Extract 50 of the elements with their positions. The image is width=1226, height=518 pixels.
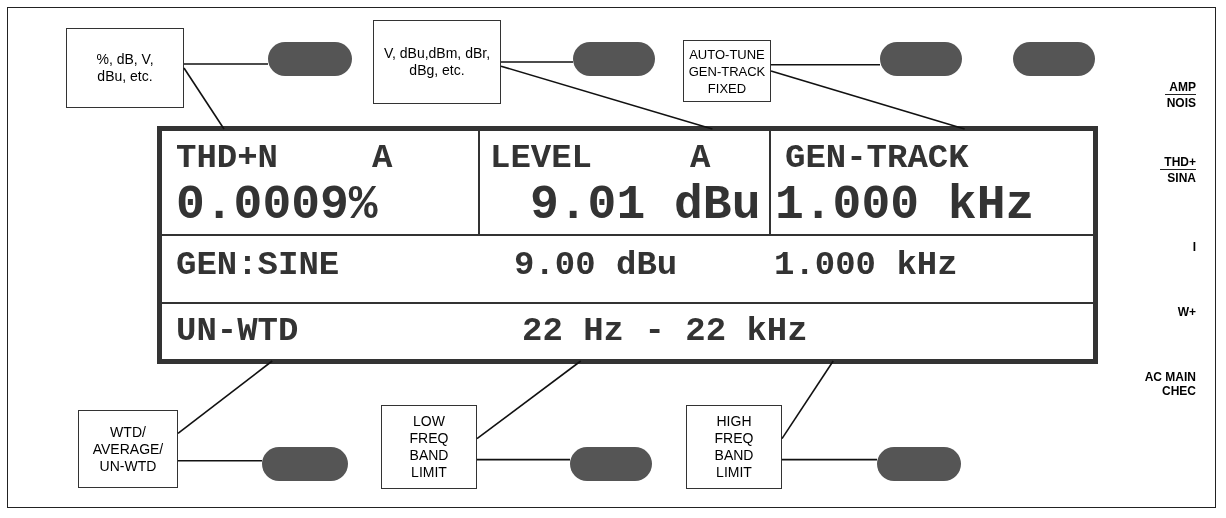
display-readout: GEN:SINE (176, 248, 340, 282)
key-label: SINA (1167, 171, 1196, 185)
leader-line (476, 360, 582, 440)
leader-line (770, 70, 966, 130)
soft-key-button (268, 42, 352, 76)
display-field (160, 234, 1095, 304)
connector-line (476, 458, 571, 461)
callout-box: WTD/ AVERAGE/ UN-WTD (78, 410, 178, 488)
display-field (160, 302, 1095, 361)
display-field (160, 129, 480, 236)
connector-line (500, 61, 574, 63)
key-label: AC MAIN CHEC (1143, 370, 1196, 398)
display-readout: 1.000 kHz (774, 248, 958, 282)
display-readout: 9.00 dBu (514, 248, 678, 282)
display-readout: A (372, 141, 393, 175)
display-readout: 9.01 dBu (530, 181, 761, 229)
display-readout: LEVEL (490, 141, 593, 175)
display-field (769, 129, 1095, 236)
display-readout: UN-WTD (176, 314, 299, 348)
callout-box: AUTO-TUNE GEN-TRACK FIXED (683, 40, 771, 102)
key-label: THD+ (1160, 155, 1196, 170)
display-readout: GEN-TRACK (785, 141, 969, 175)
connector-line (177, 459, 263, 462)
soft-key-button (573, 42, 655, 76)
display-readout: THD+N (176, 141, 279, 175)
soft-key-button (262, 447, 348, 481)
display-readout: 1.000 kHz (775, 181, 1035, 229)
key-label: NOIS (1166, 96, 1196, 110)
key-label: AMP (1165, 80, 1196, 95)
leader-line (781, 360, 834, 440)
soft-key-button (877, 447, 961, 481)
key-label: I (1192, 240, 1196, 254)
callout-box: %, dB, V, dBu, etc. (66, 28, 184, 108)
key-label: W+ (1177, 305, 1196, 319)
leader-line (500, 65, 714, 130)
display-readout: A (690, 141, 711, 175)
connector-line (770, 64, 881, 66)
callout-box: V, dBu,dBm, dBr, dBg, etc. (373, 20, 501, 104)
display-readout: 0.0009% (176, 181, 378, 229)
soft-key-button (1013, 42, 1095, 76)
lcd-display (157, 126, 1098, 364)
soft-key-button (570, 447, 652, 481)
connector-line (781, 458, 878, 461)
callout-box: LOW FREQ BAND LIMIT (381, 405, 477, 489)
connector-line (183, 63, 269, 65)
soft-key-button (880, 42, 962, 76)
leader-line (183, 67, 225, 130)
leader-line (177, 360, 273, 435)
display-readout: 22 Hz - 22 kHz (522, 314, 808, 348)
callout-box: HIGH FREQ BAND LIMIT (686, 405, 782, 489)
